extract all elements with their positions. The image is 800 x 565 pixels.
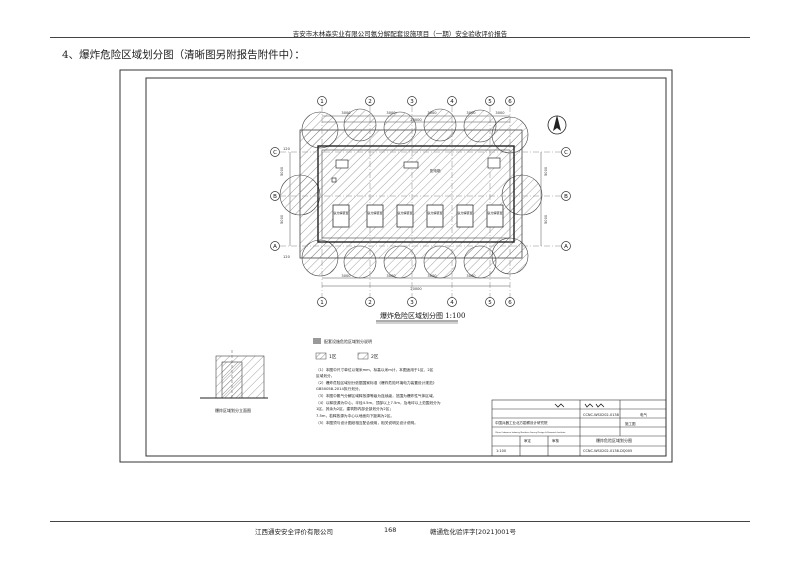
dim-bottom-2: 3000: [386, 274, 396, 278]
tb-company: 中国兵器工业北方勘察设计研究院: [495, 420, 548, 425]
note-line-6: （4）以释放源为中心，半径4.5m，顶部以上7.5m，及地坪以上范围划分为: [316, 400, 441, 405]
axis-label-bottom-2: 2: [368, 300, 372, 306]
title-block: [491, 399, 667, 457]
axis-label-right-c: C: [564, 150, 568, 156]
header-rule: [50, 37, 750, 38]
dim-top-total: 20000: [410, 118, 422, 122]
small-equipment: [331, 157, 501, 183]
dim-side-4: 120: [283, 255, 291, 259]
axis-label-top-5: 5: [488, 99, 492, 105]
axis-label-bottom-1: 1: [320, 300, 324, 306]
equipment-label: 氨分解装置: [457, 210, 472, 215]
dim-top-3: 3000: [427, 111, 437, 115]
dim-top-5: 3000: [495, 111, 505, 115]
north-arrow-icon: [547, 115, 567, 135]
axis-label-top-3: 3: [410, 99, 414, 105]
dim-bottom-3: 3000: [427, 274, 437, 278]
note-line-2: 区域划分。: [316, 373, 334, 378]
dim-side-1: 5000: [280, 166, 284, 176]
tb-stage: 施工图: [625, 421, 636, 426]
tb-approval-1: 审定: [524, 438, 532, 443]
tb-drawing-no: CCNC-WS0202-0138-DQ005: [583, 449, 632, 453]
report-header: 吉安市木林森实业有限公司氨分解配套设施项目（一期）安全验收评价报告: [292, 30, 508, 38]
hazard-zone: [279, 108, 543, 279]
drawing-title: 爆炸危险区域划分图 1:100: [380, 311, 465, 320]
tb-approval-2: 审核: [552, 438, 560, 443]
axis-label-bottom-5: 5: [488, 300, 492, 306]
equipment-label: 氨分解装置: [333, 210, 348, 215]
footer-rule: [50, 521, 750, 522]
tb-project-no: CCNC-WS0202-0138: [583, 413, 619, 417]
dim-side-3: 120: [283, 147, 291, 151]
dim-bottom-4: 3000: [466, 274, 476, 278]
sheet-inner-frame: [145, 77, 667, 457]
axis-label-left-b: B: [273, 194, 277, 200]
sheet-outer-frame: [119, 69, 673, 463]
footer-report-number: 赣通危化验评字[2021]001号: [430, 528, 517, 536]
axis-label-right-b: B: [564, 194, 568, 200]
tb-scale: 1:100: [496, 449, 506, 453]
legend-label-1: 1区: [329, 354, 337, 360]
detail-label: 爆炸区域划分立面图: [215, 407, 251, 413]
legend-swatch-2: [357, 352, 369, 360]
dim-top-4: 3000: [466, 111, 476, 115]
section-heading: 4、爆炸危险区域划分图（清晰图另附报告附件中）：: [62, 49, 305, 61]
equipment-label: 氨分解装置: [397, 210, 412, 215]
axis-label-left-a: A: [273, 244, 277, 250]
axis-label-top-6: 6: [508, 99, 512, 105]
signature-marks: [554, 403, 605, 408]
notes-title-highlight: [313, 338, 321, 344]
tb-drawing-name: 爆炸危险区域划分图: [596, 437, 632, 443]
dim-side-right-1: 5000: [544, 166, 548, 176]
note-line-3: （2）爆炸危险区域划分依据国家标准《爆炸危险环境电力装置设计规范》: [316, 380, 436, 385]
building-outline: [317, 145, 515, 243]
dim-bottom-1: 3000: [341, 274, 351, 278]
axis-label-top-4: 4: [450, 99, 454, 105]
axis-label-top-1: 1: [320, 99, 324, 105]
note-line-4: GB50058-2014执行划分。: [316, 386, 362, 391]
equipment-label: 氨分解装置: [427, 210, 442, 215]
axis-label-left-c: C: [273, 150, 277, 156]
axis-label-bottom-6: 6: [508, 300, 512, 306]
footer-company: 江西通安安全评价有限公司: [255, 528, 333, 536]
axis-label-top-2: 2: [368, 99, 372, 105]
axis-label-bottom-3: 3: [410, 300, 414, 306]
dim-top-2: 3000: [386, 111, 396, 115]
legend-swatch-1: [315, 352, 327, 360]
legend-label-2: 2区: [371, 354, 379, 360]
dim-bottom-total: 20000: [410, 287, 422, 291]
note-line-5: （3）本图中氨气分解区域释放源等级为连续级，范围为爆炸性气体区域。: [316, 393, 436, 398]
note-line-1: （1）本图中尺寸单位以毫米mm，标高以米m计，本图适用于1区、2区: [316, 367, 434, 372]
notes-title: 配套设施危险区域划分说明: [324, 338, 372, 344]
axis-bubbles-top: [270, 96, 571, 307]
svg-text:配电箱: 配电箱: [430, 168, 441, 173]
footer-page-number: 168: [384, 526, 397, 534]
equipment-label: 氨分解装置: [487, 210, 502, 215]
dim-side-2: 5000: [280, 214, 284, 224]
grid-lines: [280, 106, 562, 298]
dim-top-1: 3000: [341, 111, 351, 115]
note-line-8: 7.5m，若释放源为中心以地面向下距离为2区。: [316, 413, 394, 418]
elevation-detail: [200, 350, 268, 399]
tb-discipline: 电气: [640, 412, 648, 417]
tb-company-en: China Ordnance Industry Northern Survey …: [495, 431, 566, 434]
axis-label-bottom-4: 4: [450, 300, 454, 306]
note-line-9: （5）本图须与设计图纸相互配合使用，相关说明见设计说明。: [316, 420, 418, 425]
dim-side-right-2: 5000: [544, 214, 548, 224]
axis-label-right-a: A: [564, 244, 568, 250]
equipment-row: [332, 204, 504, 228]
note-line-7: 1区，其余为2区，建筑物内部全部划分为2区；: [316, 406, 393, 411]
equipment-label: 氨分解装置: [367, 210, 382, 215]
dimension-lines: [289, 115, 542, 287]
